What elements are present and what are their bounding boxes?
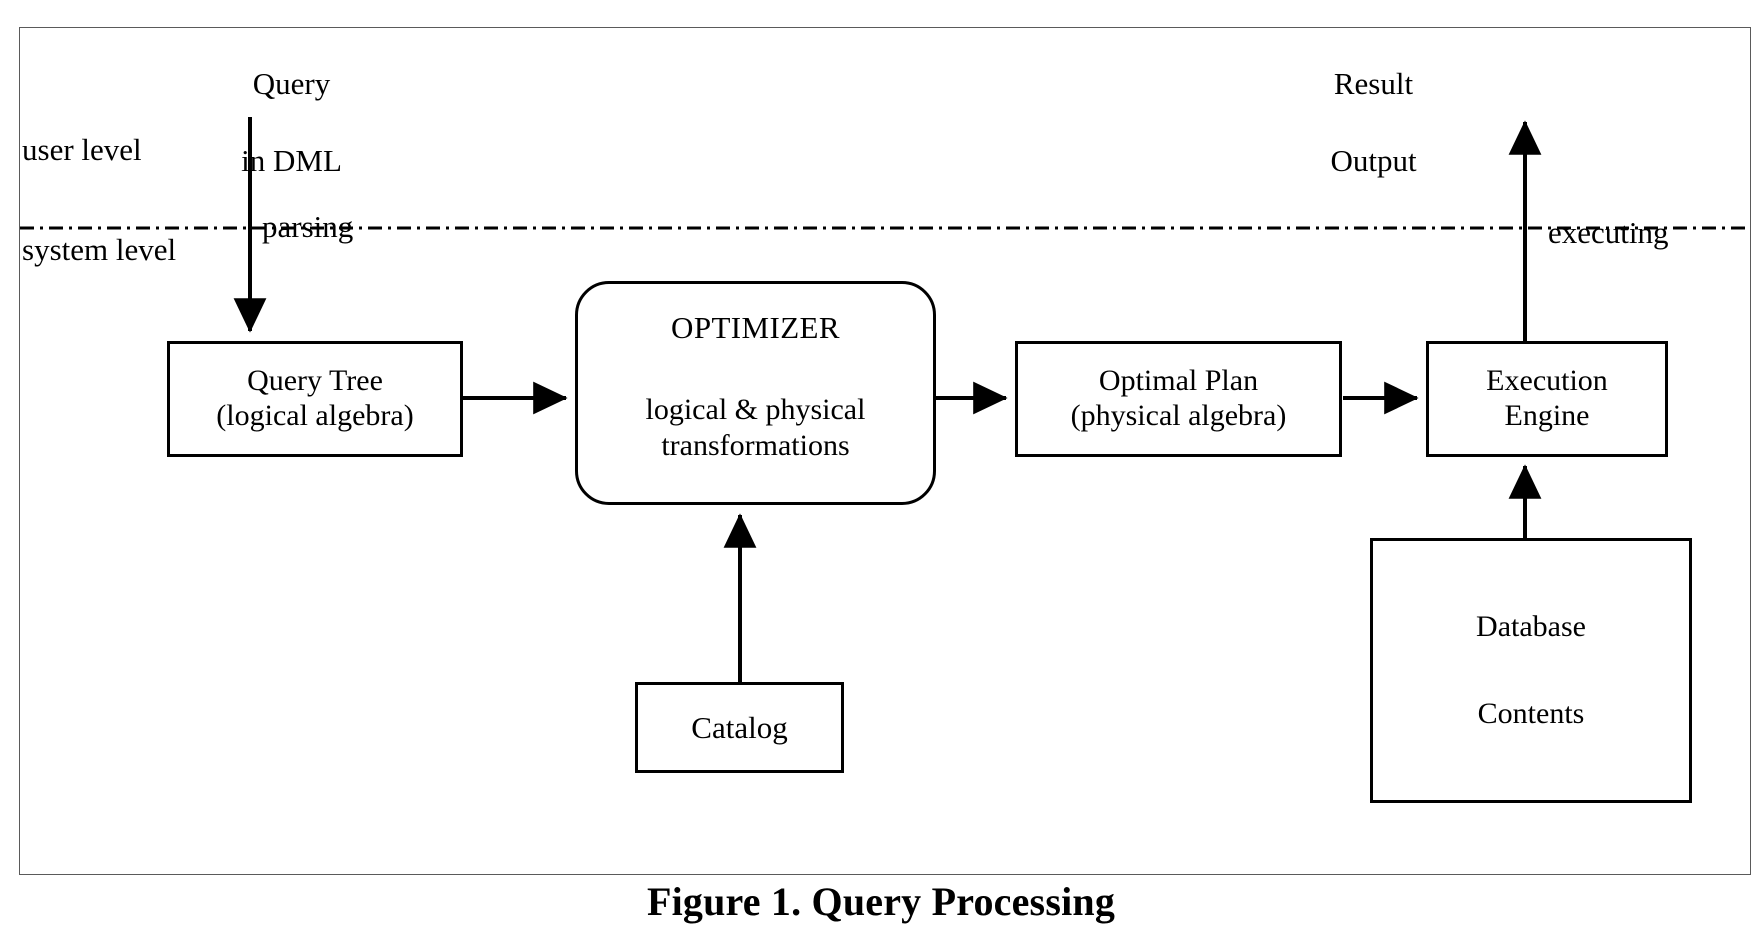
node-execution-engine: Execution Engine [1426,341,1668,457]
input-query-label: Query in DML [186,26,366,220]
catalog-line1: Catalog [691,709,788,745]
optimizer-title: OPTIMIZER [671,310,840,345]
node-database-contents: Database Contents [1370,538,1692,803]
user-system-level-divider [20,226,1751,230]
figure-caption: Figure 1. Query Processing [646,879,1116,924]
execution-engine-line2: Engine [1504,399,1590,432]
result-output-label: Result Output [1268,26,1448,220]
optimizer-line2: transformations [661,428,850,462]
node-query-tree: Query Tree (logical algebra) [167,341,463,457]
database-contents-line2: Contents [1477,696,1585,730]
node-optimal-plan: Optimal Plan (physical algebra) [1015,341,1342,457]
execution-engine-line1: Execution [1486,364,1608,398]
query-tree-line2: (logical algebra) [216,399,414,432]
optimal-plan-line2: (physical algebra) [1070,399,1287,432]
input-query-line1: Query [252,65,331,101]
optimal-plan-line1: Optimal Plan [1098,364,1259,398]
result-output-line2: Output [1330,143,1417,179]
parsing-edge-label: parsing [262,209,354,244]
system-level-label: system level [22,232,177,267]
database-contents-line1: Database [1476,609,1586,643]
result-output-line1: Result [1333,65,1414,101]
user-level-label: user level [22,132,142,167]
executing-edge-label: executing [1548,215,1669,250]
input-query-line2: in DML [241,143,342,179]
query-tree-line1: Query Tree [247,364,383,398]
node-optimizer: OPTIMIZER logical & physical transformat… [575,281,936,505]
node-catalog: Catalog [635,682,844,773]
optimizer-line1: logical & physical [645,392,866,426]
